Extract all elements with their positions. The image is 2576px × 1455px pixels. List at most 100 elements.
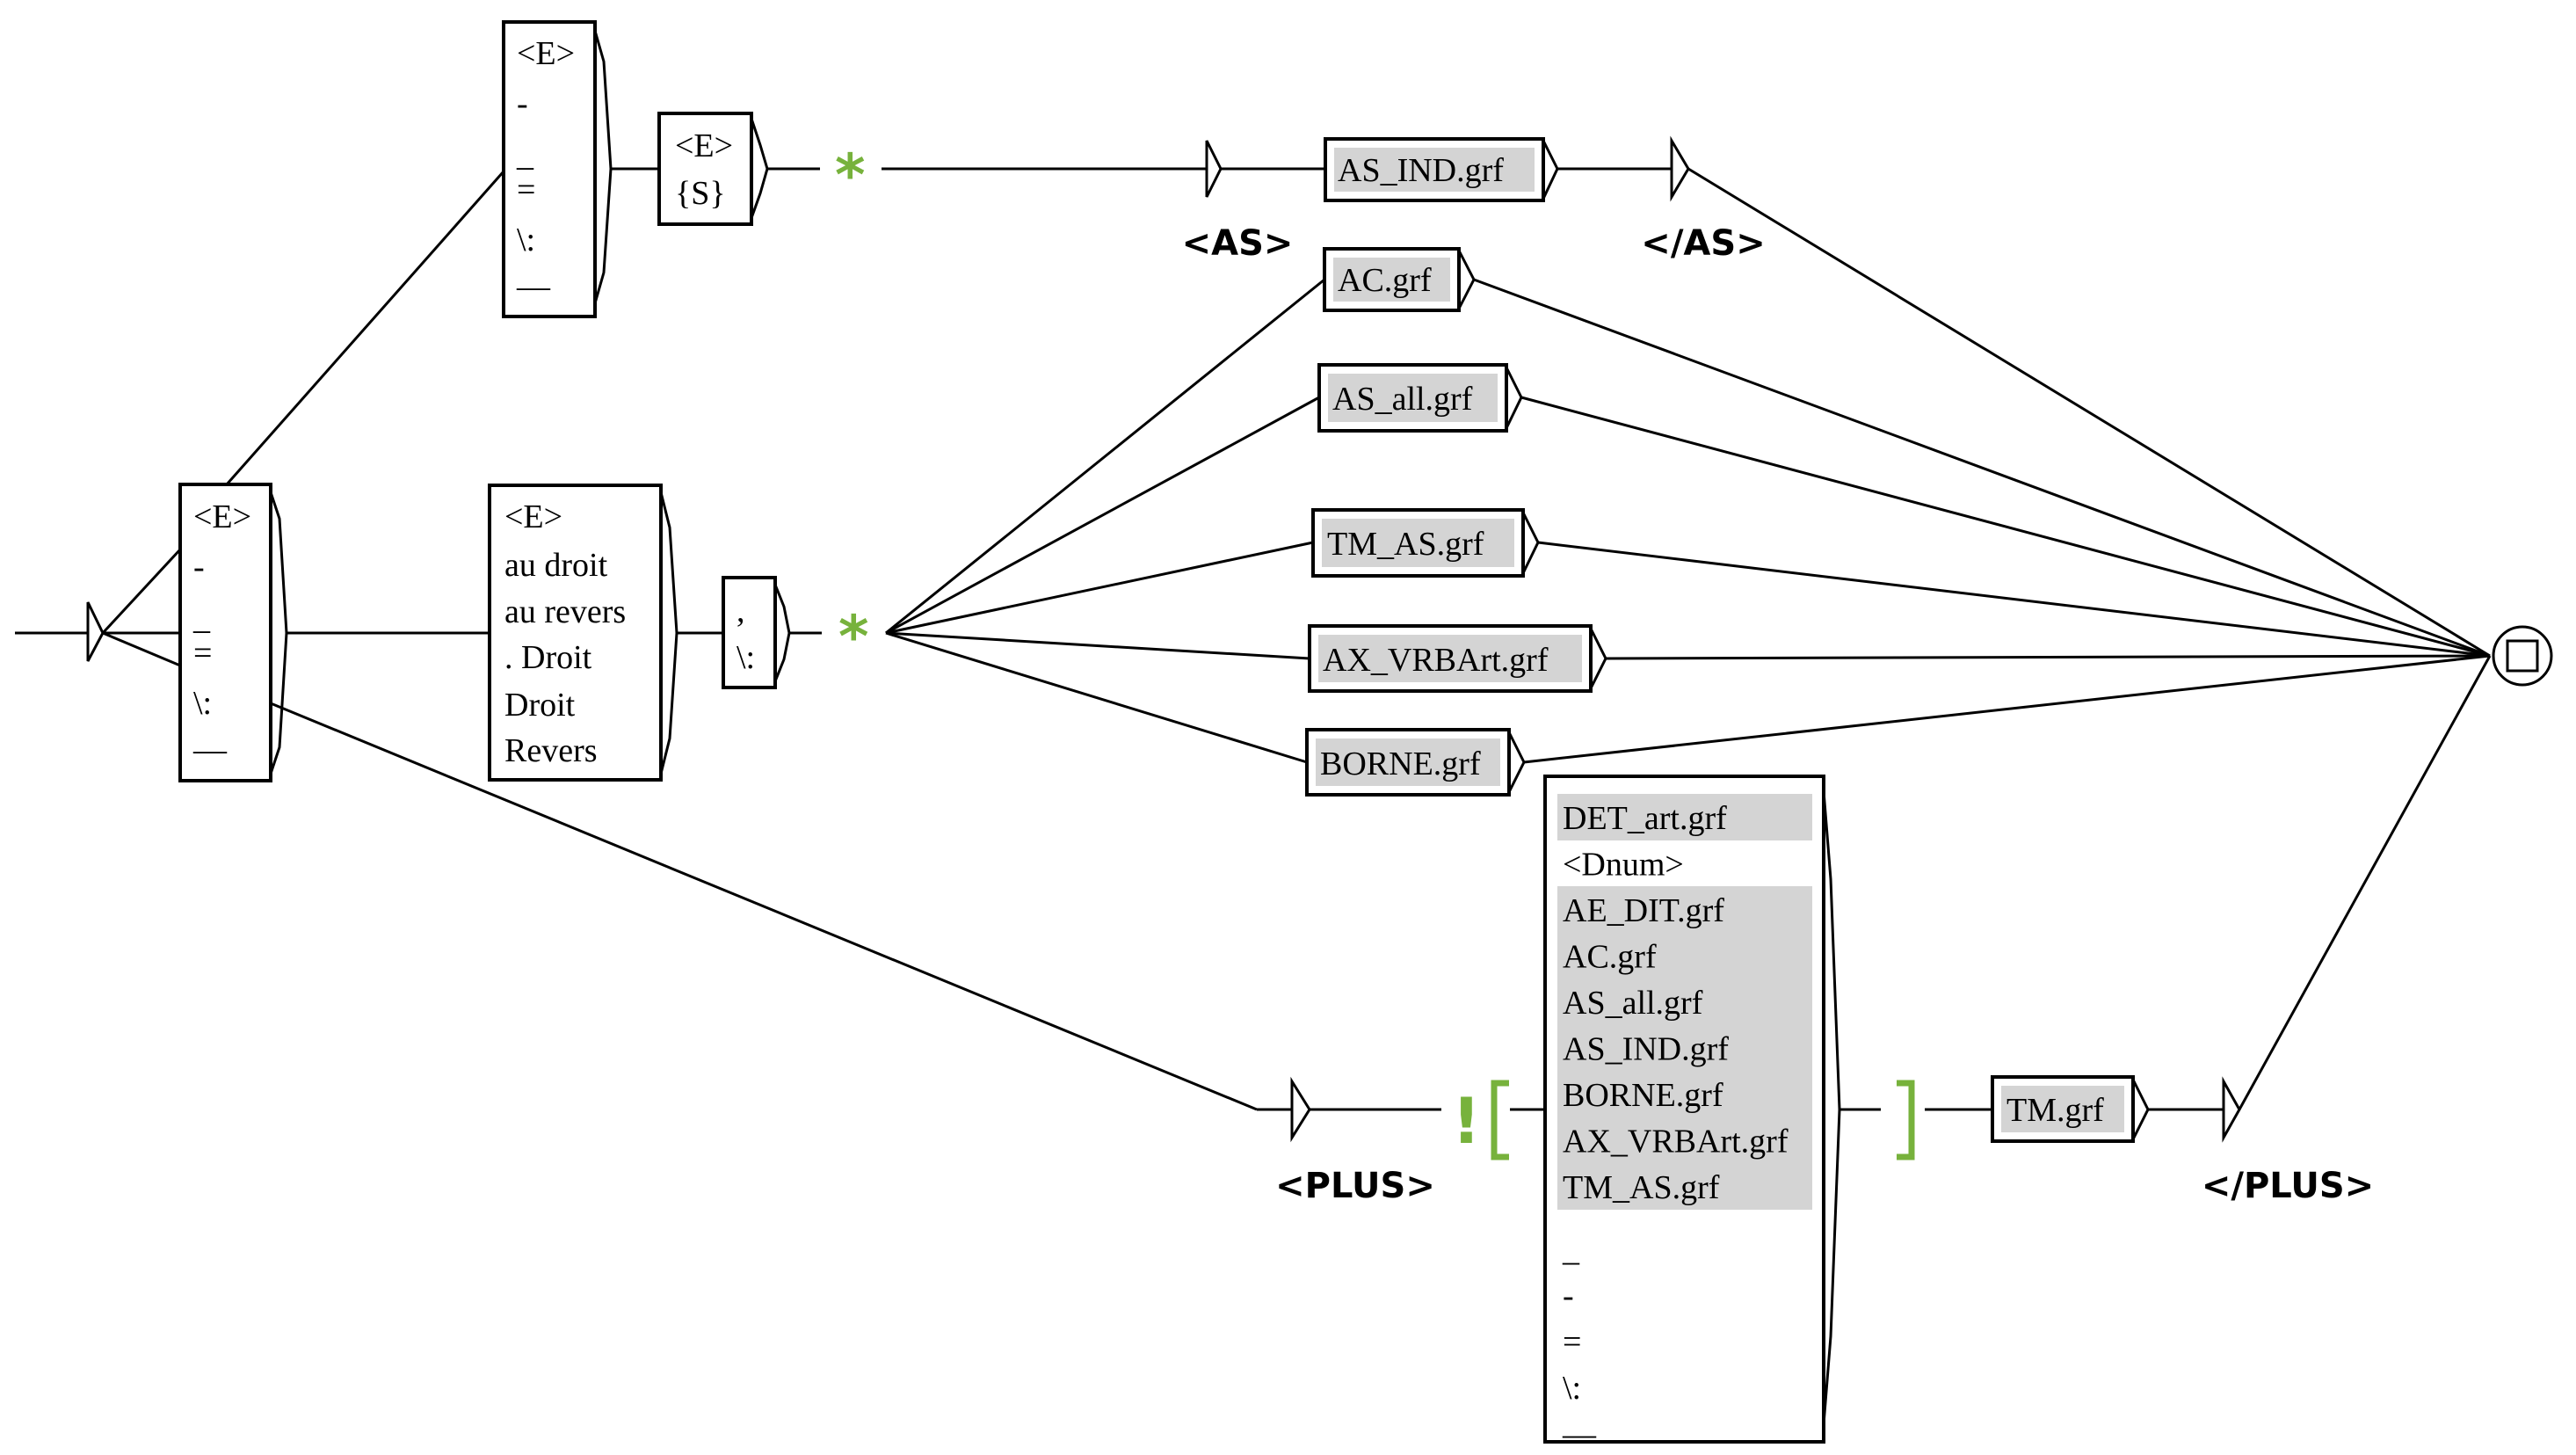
subgraph-ref: AS_all.grf xyxy=(1563,985,1703,1022)
subgraph-label: TM_AS.grf xyxy=(1327,526,1484,563)
subgraph-label: AS_IND.grf xyxy=(1338,152,1504,189)
box-output-arrow-icon xyxy=(773,584,791,682)
box-left-separators[interactable]: <E> - _ = \: — xyxy=(178,483,288,782)
edge-AC-to-final xyxy=(1473,278,2491,658)
token: <Dnum> xyxy=(1563,847,1684,884)
box-top-optional[interactable]: <E> {S} xyxy=(657,112,769,226)
box-output-arrow-icon xyxy=(750,118,769,219)
token: \: xyxy=(517,222,535,258)
output-close-PLUS-arrow-icon[interactable] xyxy=(2222,1076,2241,1143)
box-output-arrow-icon xyxy=(1542,140,1559,200)
box-output-arrow-icon xyxy=(269,491,288,775)
edge-init-to-left-box-c xyxy=(102,631,181,667)
subgraph-label: TM.grf xyxy=(2006,1092,2104,1129)
edge-init-to-left-box-b xyxy=(101,548,182,635)
token: , xyxy=(737,593,745,629)
edge-fan-TMAS xyxy=(885,541,1314,635)
token: au droit xyxy=(504,547,608,584)
token: - xyxy=(517,85,528,122)
token: _ xyxy=(192,600,211,637)
edge-left-to-top-box xyxy=(225,171,505,485)
output-PLUS-arrow-icon[interactable] xyxy=(1290,1076,1311,1143)
token: \: xyxy=(737,639,755,676)
token: <E> xyxy=(193,498,251,535)
edge-ASall-to-final xyxy=(1520,396,2491,658)
subgraph-box-TM[interactable]: TM.grf xyxy=(1991,1075,2150,1143)
subgraph-box-AX_VRBArt[interactable]: AX_VRBArt.grf xyxy=(1308,624,1607,693)
token: _ xyxy=(516,136,534,173)
edge-closeAS-to-final xyxy=(1687,167,2491,658)
token: — xyxy=(1562,1416,1597,1453)
output-close-AS-arrow-icon[interactable] xyxy=(1670,135,1690,202)
token: . Droit xyxy=(504,639,592,676)
subgraph-label: BORNE.grf xyxy=(1320,746,1481,782)
box-negative-context-list[interactable]: DET_art.grf<Dnum>AE_DIT.grfAC.grfAS_all.… xyxy=(1543,775,1841,1453)
token: au revers xyxy=(504,593,626,630)
token: = xyxy=(193,635,212,672)
subgraph-box-AC[interactable]: AC.grf xyxy=(1323,247,1476,312)
token: — xyxy=(192,731,228,768)
initial-state-arrow-icon[interactable] xyxy=(86,601,105,662)
subgraph-ref: AS_IND.grf xyxy=(1563,1031,1729,1068)
box-output-arrow-icon xyxy=(593,30,613,304)
final-state-square-icon xyxy=(2506,639,2539,673)
subgraph-row-bg xyxy=(1557,794,1812,840)
negative-context-marker: ! xyxy=(1452,1084,1481,1158)
box-output-arrow-icon xyxy=(1505,367,1523,429)
token: _ xyxy=(1562,1232,1580,1269)
box-punct[interactable]: , \: xyxy=(722,576,791,689)
edge-AXVRB-to-final xyxy=(1605,654,2491,660)
edge-TMAS-to-final xyxy=(1537,541,2491,658)
edge-left-to-PLUS xyxy=(270,702,1258,1111)
subgraph-box-TM_AS[interactable]: TM_AS.grf xyxy=(1311,508,1540,578)
subgraph-row-bg xyxy=(1557,886,1812,933)
final-state[interactable] xyxy=(2492,625,2553,687)
subgraph-row-bg xyxy=(1557,1163,1812,1210)
edge-fan-AXVRB xyxy=(885,631,1310,660)
token: \: xyxy=(1563,1370,1581,1407)
subgraph-ref: TM_AS.grf xyxy=(1563,1169,1720,1206)
edge-fan-ASall xyxy=(885,396,1320,635)
output-label-AS: <AS> xyxy=(1182,223,1294,264)
box-side-words[interactable]: <E> au droit au revers . Droit Droit Rev… xyxy=(488,484,678,782)
loop-marker-mid: * xyxy=(838,603,869,671)
edge-fan-AC xyxy=(885,278,1325,635)
token: <E> xyxy=(504,498,562,535)
subgraph-box-AS_all[interactable]: AS_all.grf xyxy=(1317,363,1523,433)
token: - xyxy=(193,549,205,586)
context-close-bracket xyxy=(1897,1080,1915,1160)
box-output-arrow-icon xyxy=(1521,512,1540,574)
subgraph-box-AS_IND[interactable]: AS_IND.grf xyxy=(1324,137,1559,202)
box-output-arrow-icon xyxy=(1822,790,1841,1425)
subgraph-ref: AE_DIT.grf xyxy=(1563,892,1724,929)
box-output-arrow-icon xyxy=(1457,250,1476,309)
token: Revers xyxy=(504,732,598,769)
output-label-close-AS: </AS> xyxy=(1641,223,1765,264)
edge-fan-BORNE xyxy=(885,631,1308,764)
box-output-arrow-icon xyxy=(2131,1079,2150,1140)
subgraph-row-bg xyxy=(1557,932,1812,979)
token: = xyxy=(1563,1324,1581,1361)
token: = xyxy=(517,171,535,208)
subgraph-ref: BORNE.grf xyxy=(1563,1077,1723,1114)
box-top-separators[interactable]: <E> - _ = \: — xyxy=(502,20,613,318)
output-label-close-PLUS: </PLUS> xyxy=(2202,1166,2374,1206)
token: \: xyxy=(193,685,212,722)
subgraph-label: AS_all.grf xyxy=(1332,381,1473,418)
subgraph-ref: AC.grf xyxy=(1563,939,1657,976)
subgraph-row-bg xyxy=(1557,1024,1812,1072)
transitions xyxy=(15,167,2492,1111)
box-output-arrow-icon xyxy=(1507,731,1526,793)
subgraph-box-BORNE[interactable]: BORNE.grf xyxy=(1305,728,1526,797)
negctx-rows: DET_art.grf<Dnum>AE_DIT.grfAC.grfAS_all.… xyxy=(1557,794,1812,1453)
subgraph-row-bg xyxy=(1557,1117,1812,1164)
output-AS-arrow-icon[interactable] xyxy=(1205,140,1223,198)
subgraph-row-bg xyxy=(1557,978,1812,1025)
box-output-arrow-icon xyxy=(659,491,678,775)
subgraph-ref: AX_VRBArt.grf xyxy=(1563,1124,1789,1160)
token: Droit xyxy=(504,687,576,724)
context-open-bracket xyxy=(1491,1080,1509,1160)
token: {S} xyxy=(675,175,726,212)
token: - xyxy=(1563,1277,1574,1314)
token: <E> xyxy=(675,127,733,164)
